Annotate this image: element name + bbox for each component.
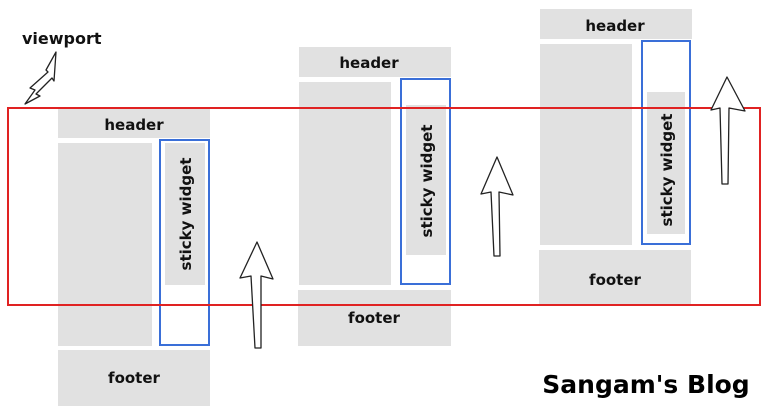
stage-3-sticky-widget [647, 92, 685, 234]
stage-2-footer [298, 290, 451, 346]
stage-1-sticky-widget [165, 143, 205, 285]
stage-1-footer-label: footer [108, 369, 160, 387]
stage-3: header sticky widget footer [539, 9, 692, 306]
stage-1-footer [58, 350, 210, 406]
stage-3-sidebar-outline [641, 40, 691, 245]
stage-1: header sticky widget footer [58, 108, 210, 406]
up-arrow-icon [710, 76, 746, 185]
stage-1-content [58, 143, 152, 346]
stage-2-footer-label: footer [348, 309, 400, 327]
stage-2-header [299, 47, 451, 77]
stage-2-sidebar-outline [400, 78, 451, 285]
stage-2-content [299, 82, 391, 285]
stage-1-header [58, 108, 210, 138]
up-arrow-icon [480, 156, 514, 257]
stage-3-header [540, 9, 692, 39]
viewport-label: viewport [22, 29, 102, 48]
pointer-arrow-icon [24, 51, 57, 105]
stage-3-header-label: header [585, 17, 645, 35]
viewport-frame [7, 107, 761, 306]
stage-2: header sticky widget footer [298, 47, 451, 346]
stage-1-header-label: header [104, 116, 164, 134]
stage-3-content [540, 44, 632, 245]
up-arrow-icon [239, 241, 274, 349]
stage-2-sticky-widget-label: sticky widget [418, 125, 436, 238]
stage-1-sidebar-outline [159, 139, 210, 346]
stage-3-footer-label: footer [589, 271, 641, 289]
stage-1-sticky-widget-label: sticky widget [177, 158, 195, 271]
stage-3-footer [539, 250, 691, 306]
blog-title: Sangam's Blog [542, 370, 749, 399]
stage-2-header-label: header [339, 54, 399, 72]
stage-2-sticky-widget [406, 105, 446, 255]
stage-3-sticky-widget-label: sticky widget [658, 114, 676, 227]
